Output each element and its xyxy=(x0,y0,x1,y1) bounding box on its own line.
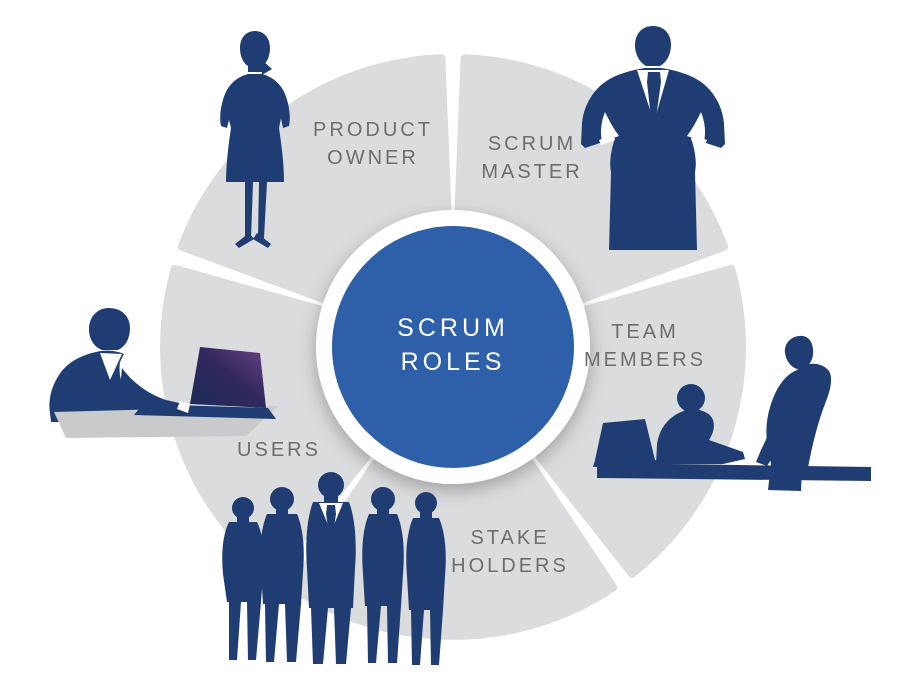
team-members-figure-icon xyxy=(593,335,871,491)
users-label-line1: USERS xyxy=(237,439,321,461)
stake-holders-label: STAKE HOLDERS xyxy=(451,524,569,580)
users-figure-icon xyxy=(49,308,278,438)
product-owner-label: PRODUCT OWNER xyxy=(313,116,433,172)
center-title: SCRUM ROLES xyxy=(397,311,509,379)
product-owner-figure-icon xyxy=(220,31,290,248)
stake-holders-figure-icon xyxy=(222,472,446,665)
users-label: USERS xyxy=(237,436,321,464)
center-circle xyxy=(332,226,574,468)
laptop-screen-icon xyxy=(190,347,266,408)
team-members-label: TEAM MEMBERS xyxy=(584,318,706,374)
stake-holders-label-line1: STAKE xyxy=(470,527,550,549)
scrum-master-label: SCRUM MASTER xyxy=(481,130,582,186)
product-owner-label-line2: OWNER xyxy=(327,147,419,169)
stake-holders-label-line2: HOLDERS xyxy=(451,555,569,577)
center-title-line1: SCRUM xyxy=(397,314,509,342)
scrum-master-label-line1: SCRUM xyxy=(487,133,577,155)
team-members-label-line2: MEMBERS xyxy=(583,349,707,371)
scrum-master-label-line2: MASTER xyxy=(481,161,583,183)
team-members-label-line1: TEAM xyxy=(611,321,679,343)
scrum-master-figure-icon xyxy=(581,26,725,250)
product-owner-label-line1: PRODUCT xyxy=(313,119,433,141)
center-title-line2: ROLES xyxy=(400,348,506,376)
